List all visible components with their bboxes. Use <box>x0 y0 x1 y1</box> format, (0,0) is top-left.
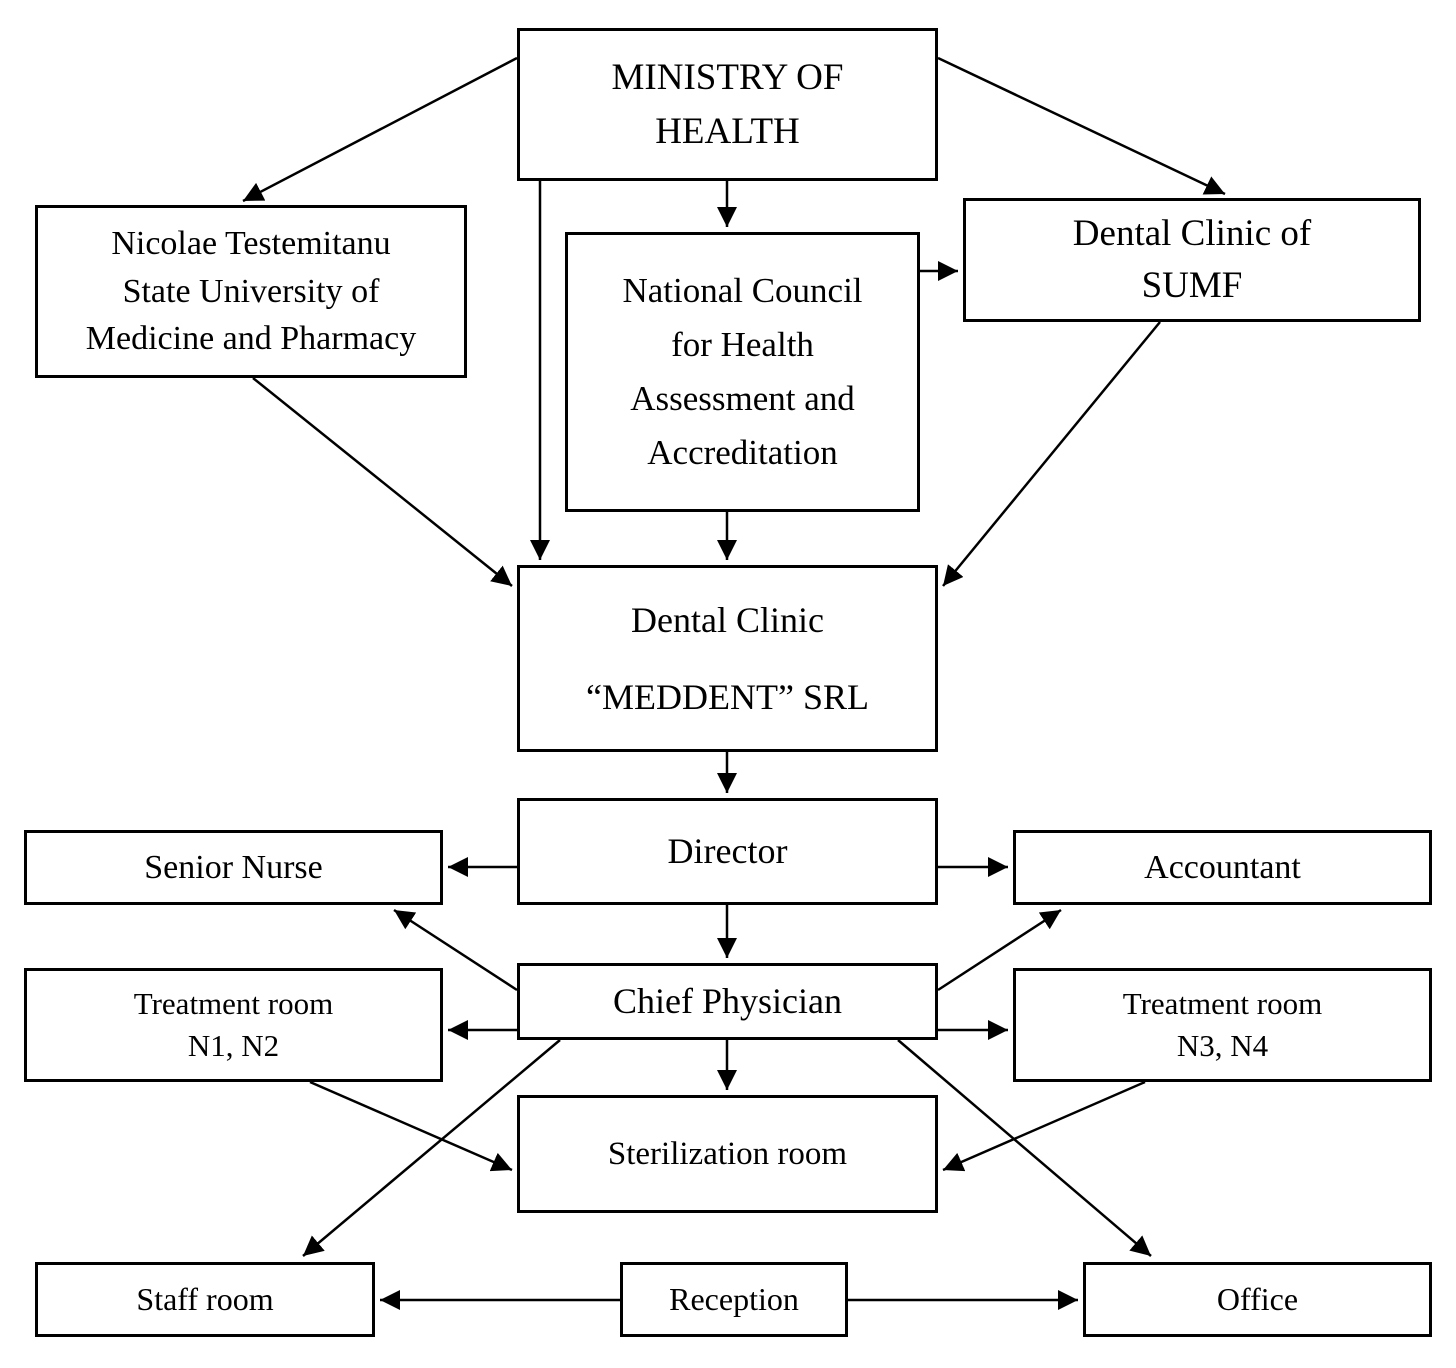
arrow-treatment-n1-n2-to-sterilization <box>309 1080 513 1172</box>
node-label: Dental Clinic <box>631 599 824 640</box>
node-label: MINISTRY OF <box>611 56 844 98</box>
node-office: Office <box>1083 1262 1432 1337</box>
node-label: “MEDDENT” SRL <box>586 676 869 717</box>
node-chief-physician: Chief Physician <box>517 963 938 1040</box>
arrow-sumf-to-meddent <box>942 321 1161 587</box>
node-label: SUMF <box>1141 265 1243 306</box>
node-label: N3, N4 <box>1176 1028 1269 1063</box>
node-treatment-room-n3-n4: Treatment room N3, N4 <box>1013 968 1432 1082</box>
node-staff-room: Staff room <box>35 1262 375 1337</box>
node-label: Reception <box>669 1280 799 1317</box>
node-reception: Reception <box>620 1262 848 1337</box>
node-label: Treatment room <box>1122 986 1323 1022</box>
node-accountant: Accountant <box>1013 830 1432 905</box>
arrow-ministry-to-university <box>242 56 518 203</box>
node-label: Sterilization room <box>607 1135 848 1172</box>
node-label: Staff room <box>136 1280 274 1317</box>
node-label: Nicolae Testemitanu <box>111 225 391 263</box>
node-sterilization-room: Sterilization room <box>517 1095 938 1213</box>
node-director: Director <box>517 798 938 905</box>
node-label: Senior Nurse <box>144 848 323 886</box>
node-label: Treatment room <box>133 986 334 1022</box>
arrow-university-to-meddent <box>252 377 513 587</box>
node-label: Director <box>667 831 788 872</box>
node-dental-clinic-meddent: Dental Clinic “MEDDENT” SRL <box>517 565 938 752</box>
node-treatment-room-n1-n2: Treatment room N1, N2 <box>24 968 443 1082</box>
node-label: Office <box>1216 1280 1299 1317</box>
node-national-council: National Council for Health Assessment a… <box>565 232 920 512</box>
node-state-university: Nicolae Testemitanu State University of … <box>35 205 467 378</box>
node-dental-clinic-sumf: Dental Clinic of SUMF <box>963 198 1421 322</box>
node-label: Medicine and Pharmacy <box>85 320 417 358</box>
node-label: HEALTH <box>655 110 800 152</box>
arrow-treatment-n3-n4-to-sterilization <box>942 1080 1146 1172</box>
node-ministry-of-health: MINISTRY OF HEALTH <box>517 28 938 181</box>
node-label: Accountant <box>1144 848 1301 886</box>
node-label: State University of <box>122 272 380 310</box>
node-label: Assessment and <box>630 379 855 418</box>
node-label: N1, N2 <box>187 1028 280 1063</box>
arrow-ministry-to-sumf <box>937 56 1226 196</box>
node-label: Dental Clinic of <box>1072 213 1312 255</box>
node-label: Accreditation <box>647 433 838 473</box>
node-label: for Health <box>671 324 814 364</box>
node-label: National Council <box>622 270 863 310</box>
node-senior-nurse: Senior Nurse <box>24 830 443 905</box>
node-label: Chief Physician <box>613 981 842 1022</box>
